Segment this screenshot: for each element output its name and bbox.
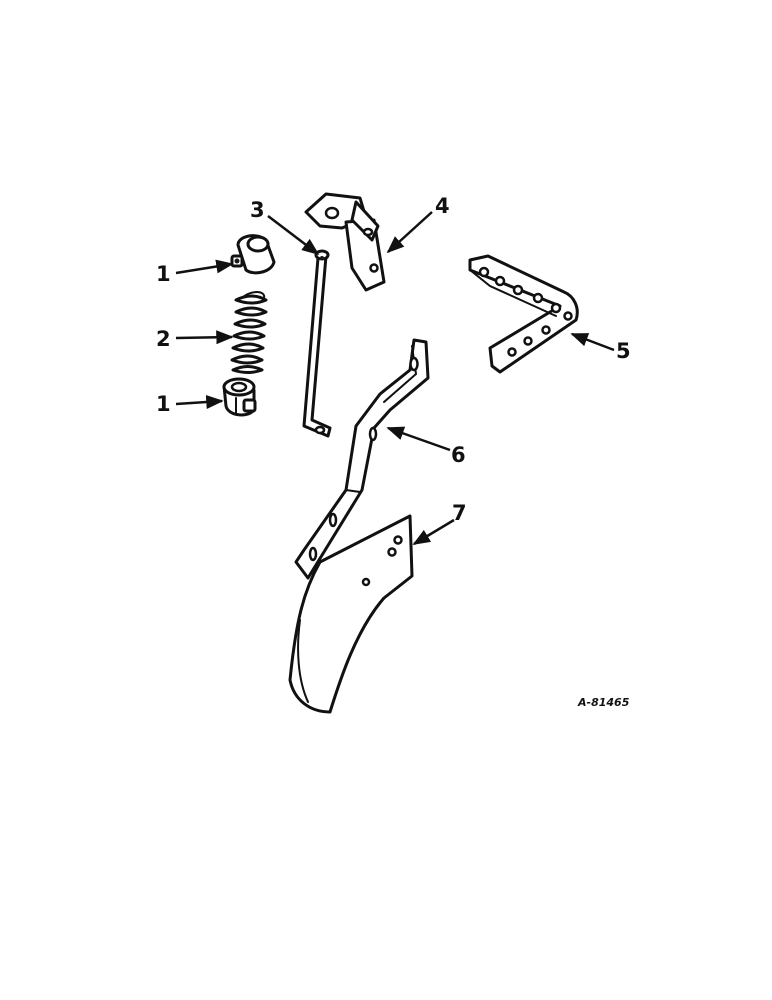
callout-1-bottom: 1 — [156, 392, 171, 416]
shank-part — [294, 338, 430, 580]
spring-part — [230, 291, 268, 374]
figure-number: A-81465 — [577, 696, 630, 709]
angle-strap-part — [468, 254, 579, 374]
callout-7: 7 — [452, 501, 467, 525]
leader-7 — [412, 518, 455, 546]
callout-5: 5 — [616, 339, 631, 363]
bracket-part — [304, 192, 386, 292]
leader-6 — [386, 426, 451, 452]
callout-2: 2 — [156, 327, 171, 351]
callout-4: 4 — [435, 194, 450, 218]
leader-lines — [175, 211, 615, 546]
collar-bottom-part — [222, 377, 257, 417]
sweep-blade-part — [288, 514, 414, 714]
leader-5 — [570, 332, 615, 352]
leader-3 — [267, 215, 320, 256]
leader-2 — [175, 330, 234, 345]
callout-3: 3 — [250, 198, 265, 222]
leader-1-top — [175, 259, 234, 275]
collar-top-part — [230, 234, 276, 275]
leader-4 — [386, 211, 433, 254]
rod-part — [302, 249, 332, 438]
callout-6: 6 — [451, 443, 466, 467]
leader-1-bottom — [175, 395, 224, 410]
callout-1-top: 1 — [156, 262, 171, 286]
